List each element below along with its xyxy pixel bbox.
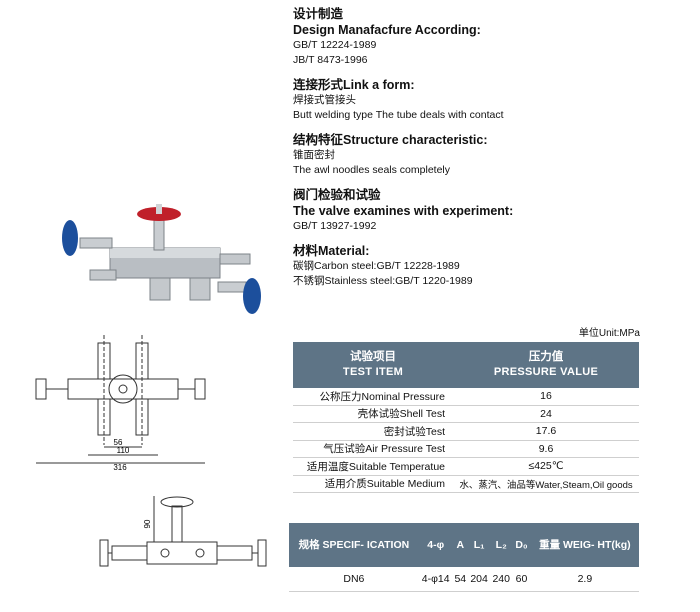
table-row: 适用温度Suitable Temperatue ≤425℃ — [293, 457, 639, 476]
link-form-section: 连接形式Link a form: 焊接式管接头 Butt welding typ… — [293, 77, 693, 123]
spec-header-specification: 规格 SPECIF- ICATION — [289, 523, 419, 567]
test-item-header: 试验项目 TEST ITEM — [293, 342, 453, 388]
table-row: 壳体试验Shell Test 24 — [293, 405, 639, 423]
section-title: Design Manafacfure According: — [293, 23, 481, 37]
test-item-cell: 壳体试验Shell Test — [293, 405, 453, 423]
test-item-header-en: TEST ITEM — [342, 366, 404, 378]
pressure-value-cell: ≤425℃ — [453, 457, 639, 476]
pressure-value-cell: 水、蒸汽、油品等Water,Steam,Oil goods — [453, 475, 639, 493]
test-item-cell: 公称压力Nominal Pressure — [293, 388, 453, 406]
dim-56-label: 56 — [114, 438, 123, 447]
section-line: GB/T 12224-1989 — [293, 39, 377, 51]
spec-cell: 204 — [468, 567, 491, 592]
design-section: 设计制造 — [293, 6, 693, 22]
dim-316-label: 316 — [113, 463, 127, 470]
section-line: 锥面密封 — [293, 149, 335, 161]
spec-header-d0: D₀ — [512, 523, 531, 567]
section-title: 设计制造 — [293, 7, 344, 21]
spec-header-l1: L₁ — [468, 523, 491, 567]
pressure-value-cell: 9.6 — [453, 440, 639, 458]
spec-cell: 60 — [512, 567, 531, 592]
section-title: 材料Material: — [293, 244, 370, 258]
spec-header-l2: L₂ — [490, 523, 513, 567]
top-view-drawing: 56 110 316 — [35, 335, 206, 470]
table-row: DN6 4-φ14 54 204 240 60 2.9 — [289, 567, 639, 592]
test-item-cell: 气压试验Air Pressure Test — [293, 440, 453, 458]
test-item-cell: 适用介质Suitable Medium — [293, 475, 453, 493]
table-row: 气压试验Air Pressure Test 9.6 — [293, 440, 639, 458]
blue-handwheel-right-icon — [243, 278, 261, 314]
table-row: 密封试验Test 17.6 — [293, 422, 639, 441]
spec-header-weight: 重量 WEIG- HT(kg) — [530, 523, 639, 567]
test-item-header-cn: 试验项目 — [350, 351, 396, 363]
structure-section: 结构特征Structure characteristic: 锥面密封 The a… — [293, 132, 693, 178]
spec-cell: 4-φ14 — [418, 567, 453, 592]
section-title: 连接形式Link a form: — [293, 78, 415, 92]
dim-110-label: 110 — [117, 446, 130, 455]
section-line: Butt welding type The tube deals with co… — [293, 109, 504, 121]
section-line: 不锈钢Stainless steel:GB/T 1220-1989 — [293, 275, 473, 287]
pressure-value-header: 压力值 PRESSURE VALUE — [453, 342, 639, 388]
spec-header-a: A — [452, 523, 469, 567]
spec-header-holes: 4-φ — [418, 523, 453, 567]
section-line: JB/T 8473-1996 — [293, 54, 368, 66]
pressure-value-cell: 17.6 — [453, 422, 639, 441]
spec-cell: 2.9 — [530, 567, 639, 592]
section-line: The awl noodles seals completely — [293, 164, 450, 176]
spec-cell: 54 — [452, 567, 469, 592]
section-line: 碳钢Carbon steel:GB/T 12228-1989 — [293, 260, 460, 272]
pressure-value-cell: 24 — [453, 405, 639, 423]
section-title: 结构特征Structure characteristic: — [293, 133, 488, 147]
table-row: 公称压力Nominal Pressure 16 — [293, 388, 639, 406]
test-item-cell: 密封试验Test — [293, 422, 453, 441]
table-row: 适用介质Suitable Medium 水、蒸汽、油品等Water,Steam,… — [293, 475, 639, 493]
section-title: The valve examines with experiment: — [293, 204, 514, 218]
pressure-value-header-cn: 压力值 — [528, 351, 564, 363]
blue-handwheel-left-icon — [62, 220, 78, 256]
spec-cell: DN6 — [289, 567, 419, 592]
specification-table: 规格 SPECIF- ICATION 4-φ A L₁ L₂ D₀ 重量 WEI… — [289, 523, 639, 592]
spec-text-block: 设计制造 Design Manafacfure According: GB/T … — [293, 6, 693, 298]
valve-exam-section-en: The valve examines with experiment: GB/T… — [293, 203, 693, 234]
section-line: 焊接式管接头 — [293, 94, 356, 106]
spec-cell: 240 — [490, 567, 513, 592]
valve-product-photo — [62, 204, 261, 314]
section-line: GB/T 13927-1992 — [293, 220, 377, 232]
test-item-cell: 适用温度Suitable Temperatue — [293, 457, 453, 476]
dim-90-label: 90 — [143, 519, 152, 528]
side-view-drawing: 90 — [99, 496, 267, 567]
design-section-en: Design Manafacfure According: GB/T 12224… — [293, 22, 693, 68]
pressure-table-header: 试验项目 TEST ITEM 压力值 PRESSURE VALUE — [293, 342, 639, 388]
valve-exam-section: 阀门检验和试验 — [293, 187, 693, 203]
section-title: 阀门检验和试验 — [293, 188, 381, 202]
pressure-table: 试验项目 TEST ITEM 压力值 PRESSURE VALUE 公称压力No… — [293, 342, 639, 493]
unit-label: 单位Unit:MPa — [578, 328, 640, 339]
pressure-value-cell: 16 — [453, 388, 639, 406]
pressure-value-header-en: PRESSURE VALUE — [493, 366, 599, 378]
spec-table-header: 规格 SPECIF- ICATION 4-φ A L₁ L₂ D₀ 重量 WEI… — [289, 523, 639, 567]
material-section: 材料Material: 碳钢Carbon steel:GB/T 12228-19… — [293, 243, 693, 289]
